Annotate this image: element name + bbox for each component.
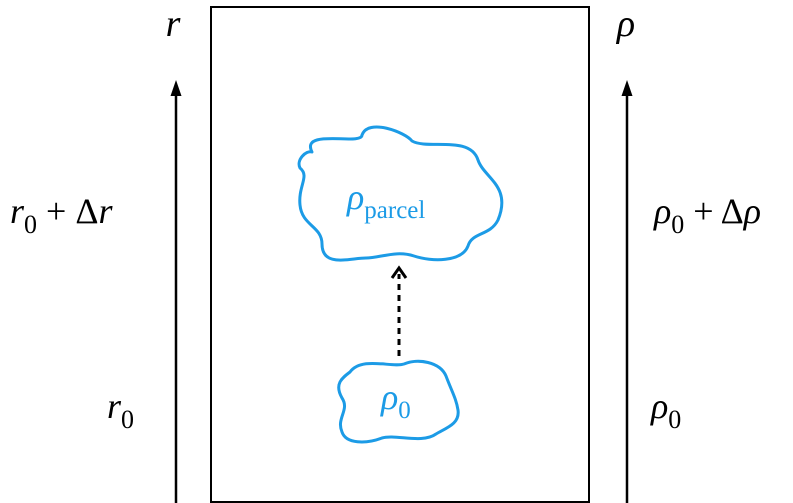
rho-axis-label: ρ — [616, 3, 635, 45]
rho-axis-arrow — [621, 80, 633, 503]
r-upper-var: r — [98, 191, 113, 231]
upper-parcel-label: ρparcel — [346, 177, 425, 224]
r-upper-sub: 0 — [24, 210, 37, 239]
r-axis-label: r — [166, 3, 181, 45]
r-axis-arrow — [170, 80, 182, 503]
r-upper-base: r — [10, 191, 25, 231]
rho-upper-sub: 0 — [671, 210, 684, 239]
r-lower-base: r — [107, 386, 122, 426]
upper-parcel-base: ρ — [346, 177, 364, 217]
r-lower-sub: 0 — [121, 405, 134, 434]
upper-parcel-cloud — [297, 125, 504, 262]
parcel-rise-arrow — [390, 265, 408, 356]
environment-box — [210, 6, 590, 503]
r-lower-label: r0 — [107, 386, 134, 434]
r-upper-rest: + Δ — [37, 191, 98, 231]
rho-upper-var: ρ — [743, 191, 761, 231]
rho-lower-base: ρ — [650, 386, 668, 426]
rho-upper-base: ρ — [653, 191, 671, 231]
lower-parcel-base: ρ — [380, 377, 398, 417]
lower-parcel-sub: 0 — [398, 397, 411, 424]
upper-parcel-sub: parcel — [364, 197, 425, 224]
lower-parcel-label: ρ0 — [380, 377, 411, 424]
rho-lower-label: ρ0 — [650, 386, 681, 434]
r-upper-label: r0 + Δr — [10, 191, 113, 239]
rho-lower-sub: 0 — [668, 405, 681, 434]
rho-upper-label: ρ0 + Δρ — [653, 191, 761, 239]
rho-upper-rest: + Δ — [684, 191, 743, 231]
lower-parcel-cloud — [337, 359, 460, 444]
